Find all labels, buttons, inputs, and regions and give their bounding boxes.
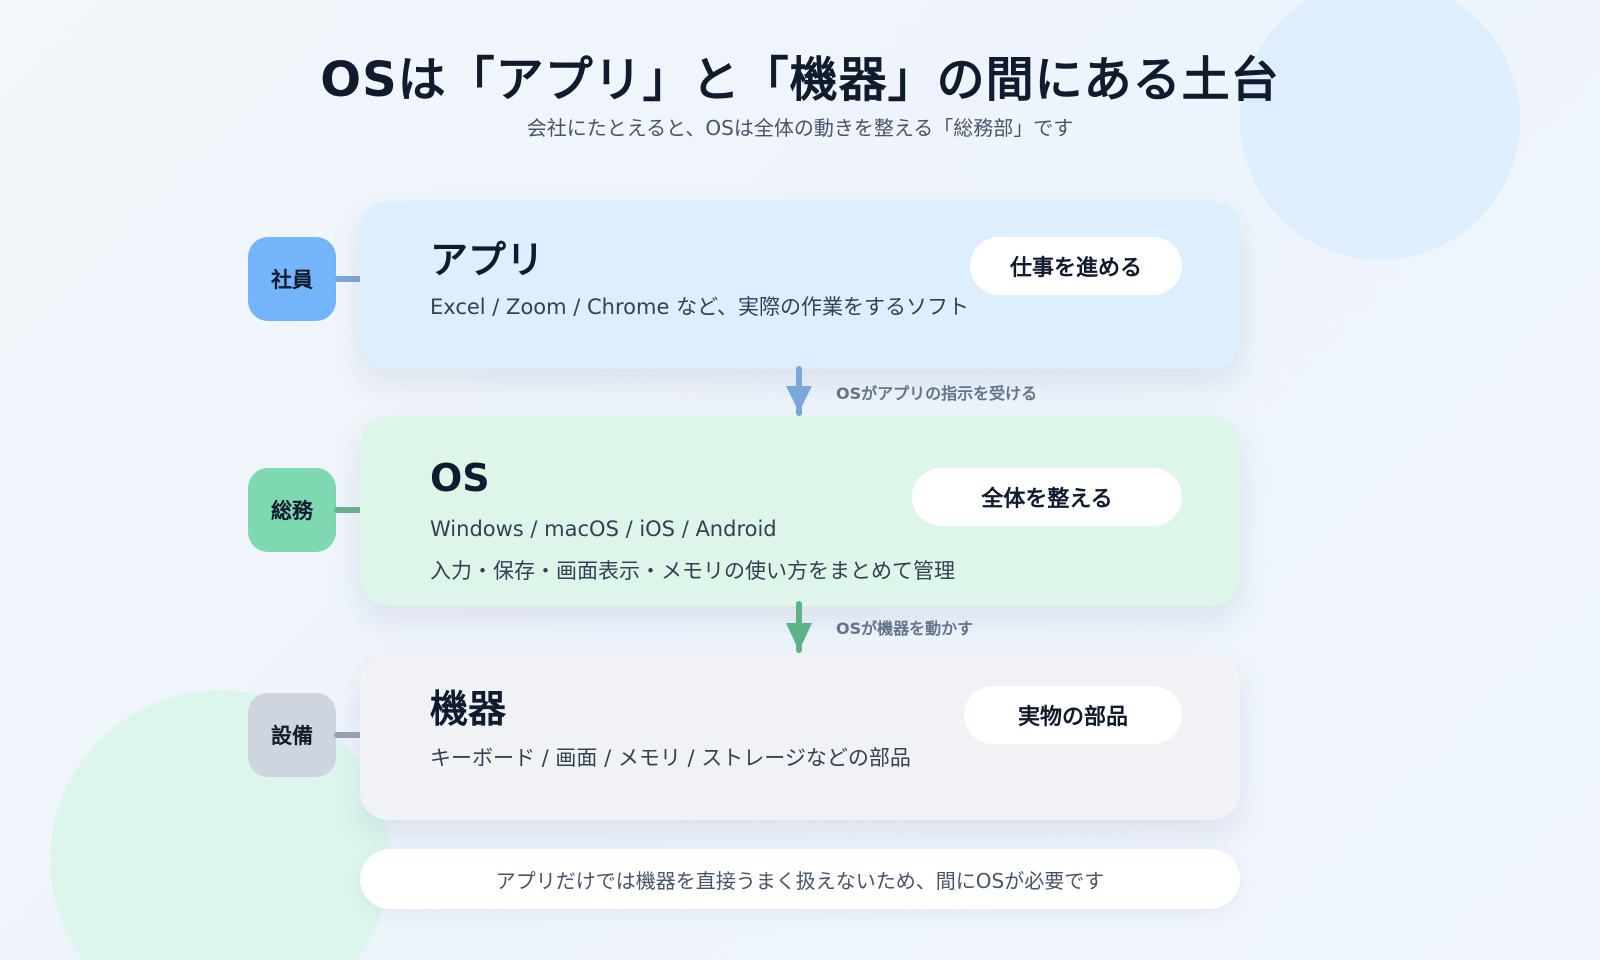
layer-title: アプリ <box>430 238 545 282</box>
layer-description: Windows / macOS / iOS / Android <box>430 517 777 541</box>
layer-role-pill: 実物の部品 <box>964 686 1182 744</box>
layer-card-app: アプリ Excel / Zoom / Chrome など、実際の作業をするソフト… <box>360 201 1240 369</box>
arrow-down-icon <box>786 601 812 655</box>
layer-description: Excel / Zoom / Chrome など、実際の作業をするソフト <box>430 295 970 319</box>
connector-line <box>334 732 362 738</box>
arrow-down-icon <box>786 366 812 418</box>
page-title: OSは「アプリ」と「機器」の間にある土台 <box>320 52 1280 108</box>
layer-card-hardware: 機器 キーボード / 画面 / メモリ / ストレージなどの部品 実物の部品 <box>360 654 1240 820</box>
layer-role-pill: 仕事を進める <box>970 237 1182 295</box>
decorative-green-circle <box>50 690 390 960</box>
page-subtitle: 会社にたとえると、OSは全体の動きを整える「総務部」です <box>526 116 1074 140</box>
decorative-blue-circle <box>1240 0 1520 260</box>
layer-title: 機器 <box>430 687 507 731</box>
layer-description: 入力・保存・画面表示・メモリの使い方をまとめて管理 <box>430 559 955 583</box>
connector-line <box>334 507 362 513</box>
arrow-label: OSがアプリの指示を受ける <box>836 384 1038 403</box>
role-badge-equipment: 設備 <box>248 693 336 777</box>
arrow-label: OSが機器を動かす <box>836 619 974 638</box>
role-badge-general-affairs: 総務 <box>248 468 336 552</box>
connector-line <box>334 276 362 282</box>
layer-title: OS <box>430 456 490 500</box>
footer-note: アプリだけでは機器を直接うまく扱えないため、間にOSが必要です <box>360 849 1240 909</box>
layer-card-os: OS Windows / macOS / iOS / Android 入力・保存… <box>360 416 1240 606</box>
role-badge-employee: 社員 <box>248 237 336 321</box>
layer-role-pill: 全体を整える <box>912 468 1182 526</box>
layer-description: キーボード / 画面 / メモリ / ストレージなどの部品 <box>430 746 911 770</box>
